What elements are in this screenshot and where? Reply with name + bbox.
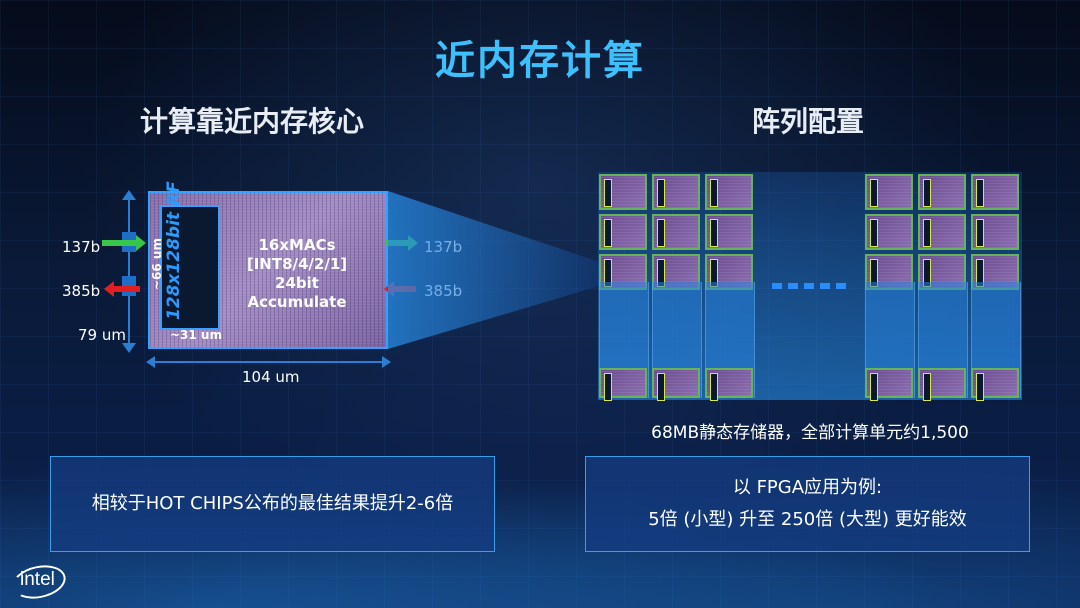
- mac-line-3: 24bit: [275, 274, 319, 292]
- slide-title: 近内存计算: [435, 38, 645, 84]
- left-heading: 计算靠近内存核心: [140, 105, 365, 138]
- mac-line-1: 16xMACs: [258, 236, 336, 254]
- right-highlight-line-1: 以 FPGA应用为例:: [732, 477, 883, 498]
- right-highlight-box: 以 FPGA应用为例: 5倍 (小型) 升至 250倍 (大型) 更好能效: [585, 456, 1030, 552]
- array-ellipsis: [772, 283, 852, 289]
- right-highlight-line-2: 5倍 (小型) 升至 250倍 (大型) 更好能效: [648, 509, 967, 530]
- rf-height-label: ~66 um: [150, 238, 164, 290]
- array-caption: 68MB静态存储器，全部计算单元约1,500: [651, 423, 969, 443]
- compute-cell: [705, 368, 753, 401]
- chip-height-label: 79 um: [78, 326, 126, 344]
- rf-width-label: ~31 um: [170, 328, 222, 342]
- compute-cell: [971, 174, 1019, 210]
- compute-cell: [865, 214, 913, 250]
- left-highlight-text: 相较于HOT CHIPS公布的最佳结果提升2-6倍: [91, 493, 454, 514]
- chip-width-label: 104 um: [242, 368, 300, 386]
- right-heading: 阵列配置: [752, 105, 865, 138]
- compute-cell: [705, 214, 753, 250]
- register-file-label: 128x128bit RF: [164, 181, 184, 320]
- compute-cell: [652, 174, 700, 210]
- compute-cell: [652, 368, 700, 401]
- compute-cell: [971, 214, 1019, 250]
- height-dimension-line: [128, 196, 130, 346]
- compute-cell: [971, 368, 1019, 401]
- mac-line-4: Accumulate: [247, 293, 347, 311]
- compute-cell: [599, 174, 647, 210]
- compute-cell: [652, 214, 700, 250]
- compute-cell: [918, 174, 966, 210]
- dimension-arrow-down-icon: [122, 343, 136, 353]
- mac-description: 16xMACs [INT8/4/2/1] 24bit Accumulate: [232, 236, 362, 312]
- compute-cell: [918, 214, 966, 250]
- compute-cell: [599, 368, 647, 401]
- compute-cell: [865, 368, 913, 401]
- compute-cell: [705, 174, 753, 210]
- left-highlight-box: 相较于HOT CHIPS公布的最佳结果提升2-6倍: [50, 456, 495, 552]
- mac-line-2: [INT8/4/2/1]: [246, 255, 348, 273]
- input-arrow-left-icon: [102, 235, 146, 251]
- left-output-bits-label: 385b: [62, 282, 101, 300]
- dimension-arrow-up-icon: [122, 190, 136, 200]
- width-dimension-line: [150, 361, 386, 363]
- output-arrow-left-icon: [104, 281, 140, 297]
- dimension-arrow-right-icon: [382, 356, 391, 368]
- intel-logo-text: intel: [20, 569, 55, 590]
- compute-cell: [918, 368, 966, 401]
- compute-cell: [865, 174, 913, 210]
- compute-cell: [599, 214, 647, 250]
- left-input-bits-label: 137b: [62, 238, 101, 256]
- register-file: [160, 205, 220, 330]
